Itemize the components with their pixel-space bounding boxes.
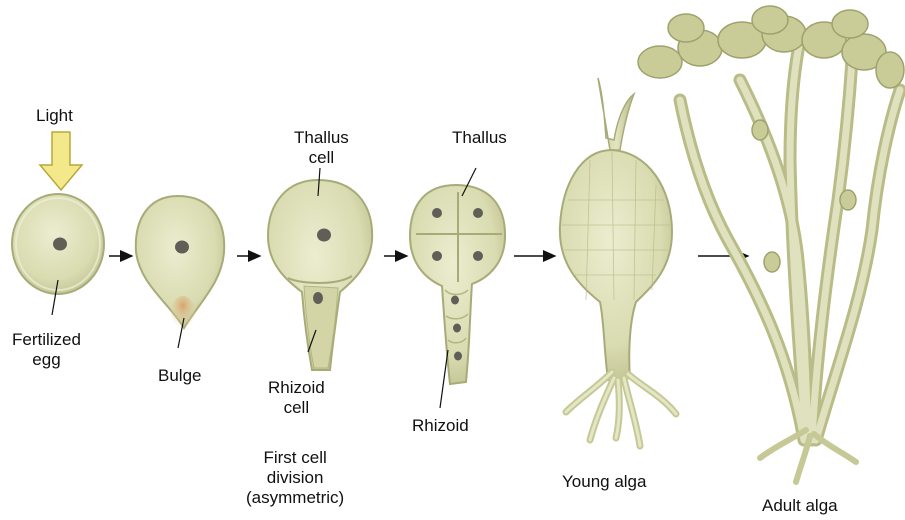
nucleus — [453, 324, 461, 333]
bulge-cell — [136, 196, 224, 328]
nucleus — [53, 238, 67, 251]
nucleus — [317, 229, 331, 242]
thallus-rhizoid-embryo — [410, 185, 505, 384]
pointer-rhizoid — [440, 350, 448, 408]
nucleus — [432, 208, 442, 218]
nucleus — [313, 292, 323, 304]
nucleus — [432, 251, 442, 261]
label-thallus: Thallus — [452, 128, 507, 148]
label-adult-alga: Adult alga — [762, 496, 838, 516]
nucleus — [175, 241, 189, 254]
label-young-alga: Young alga — [562, 472, 646, 492]
adult-alga — [638, 6, 904, 482]
label-rhizoid: Rhizoid — [412, 416, 469, 436]
nucleus — [473, 251, 483, 261]
label-bulge: Bulge — [158, 366, 201, 386]
young-alga — [560, 78, 676, 446]
label-first-division: First cell division (asymmetric) — [246, 448, 344, 508]
fertilized-egg — [12, 194, 104, 294]
label-fertilized-egg: Fertilized egg — [12, 330, 81, 370]
nucleus — [451, 296, 459, 305]
label-light: Light — [36, 106, 73, 126]
light-arrow-icon — [40, 132, 82, 190]
nucleus — [473, 208, 483, 218]
label-thallus-cell: Thallus cell — [294, 128, 349, 168]
nucleus — [454, 352, 462, 361]
label-rhizoid-cell: Rhizoid cell — [268, 378, 325, 418]
first-division-cell — [268, 180, 372, 370]
